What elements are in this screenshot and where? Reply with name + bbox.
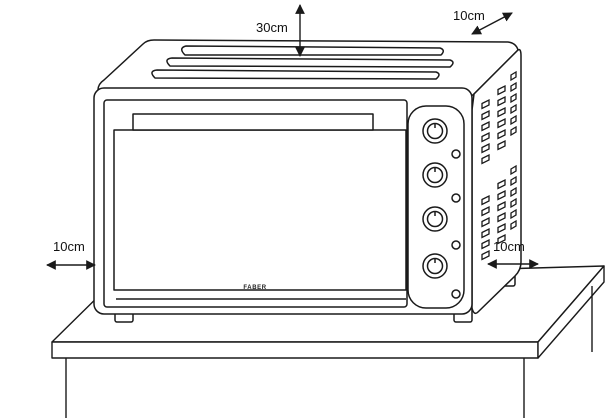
side-vent-slot [510,186,517,198]
side-vent-slot [510,70,517,82]
side-vent-slot [481,194,490,206]
oven: FABER [93,39,522,323]
table-front-edge [51,341,539,359]
side-vent-slot [481,205,490,217]
top-vent-slot-3 [151,69,440,80]
control-knob-2[interactable] [422,162,448,188]
control-knob-4[interactable] [422,253,448,279]
side-vent-slot [497,106,506,118]
side-vent-slot [481,238,490,250]
side-vent-grille [481,70,517,261]
side-vent-slot [481,120,490,132]
indicator-light-3 [451,240,461,250]
side-vent-slot [510,103,517,115]
control-knob-3[interactable] [422,206,448,232]
side-vent-slot [510,197,517,209]
side-vent-slot [510,125,517,137]
side-vent-slot [497,178,506,190]
side-vent-slot [497,222,506,234]
brand-logo: FABER [243,285,266,291]
side-vent-slot [497,233,506,245]
clearance-arrows [46,4,539,270]
side-vent-slot [497,211,506,223]
side-vent-slot [481,98,490,110]
indicator-light-4 [451,289,461,299]
side-vent-slot [481,249,490,261]
left-clearance-label: 10cm [53,239,85,254]
side-vent-slot [481,131,490,143]
top-vent-slot-2 [166,57,454,68]
table-side-edge [537,265,605,359]
indicator-light-1 [451,149,461,159]
control-knob-1[interactable] [422,118,448,144]
side-vent-slot [497,117,506,129]
rear-right-clearance-arrow [471,12,513,35]
side-vent-slot [510,114,517,126]
oven-door-handle [132,113,374,131]
side-vent-slot [497,189,506,201]
side-vent-slot [497,200,506,212]
right-clearance-label: 10cm [493,239,525,254]
indicator-light-2 [451,193,461,203]
side-vent-slot [510,219,517,231]
oven-door-glass [113,129,407,291]
side-vent-slot [481,153,490,165]
side-vent-slot [481,109,490,121]
side-vent-slot [510,175,517,187]
side-vent-slot [510,208,517,220]
rear-right-clearance-label: 10cm [453,8,485,23]
side-vent-slot [497,139,506,151]
side-vent-slot [481,227,490,239]
side-vent-slot [497,84,506,96]
side-vent-slot [497,128,506,140]
side-vent-slot [510,81,517,93]
side-vent-slot [497,95,506,107]
top-clearance-label: 30cm [256,20,288,35]
side-vent-slot [510,164,517,176]
side-vent-slot [510,92,517,104]
top-vent-slot-1 [181,45,444,56]
side-vent-slot [481,142,490,154]
side-vent-slot [481,216,490,228]
